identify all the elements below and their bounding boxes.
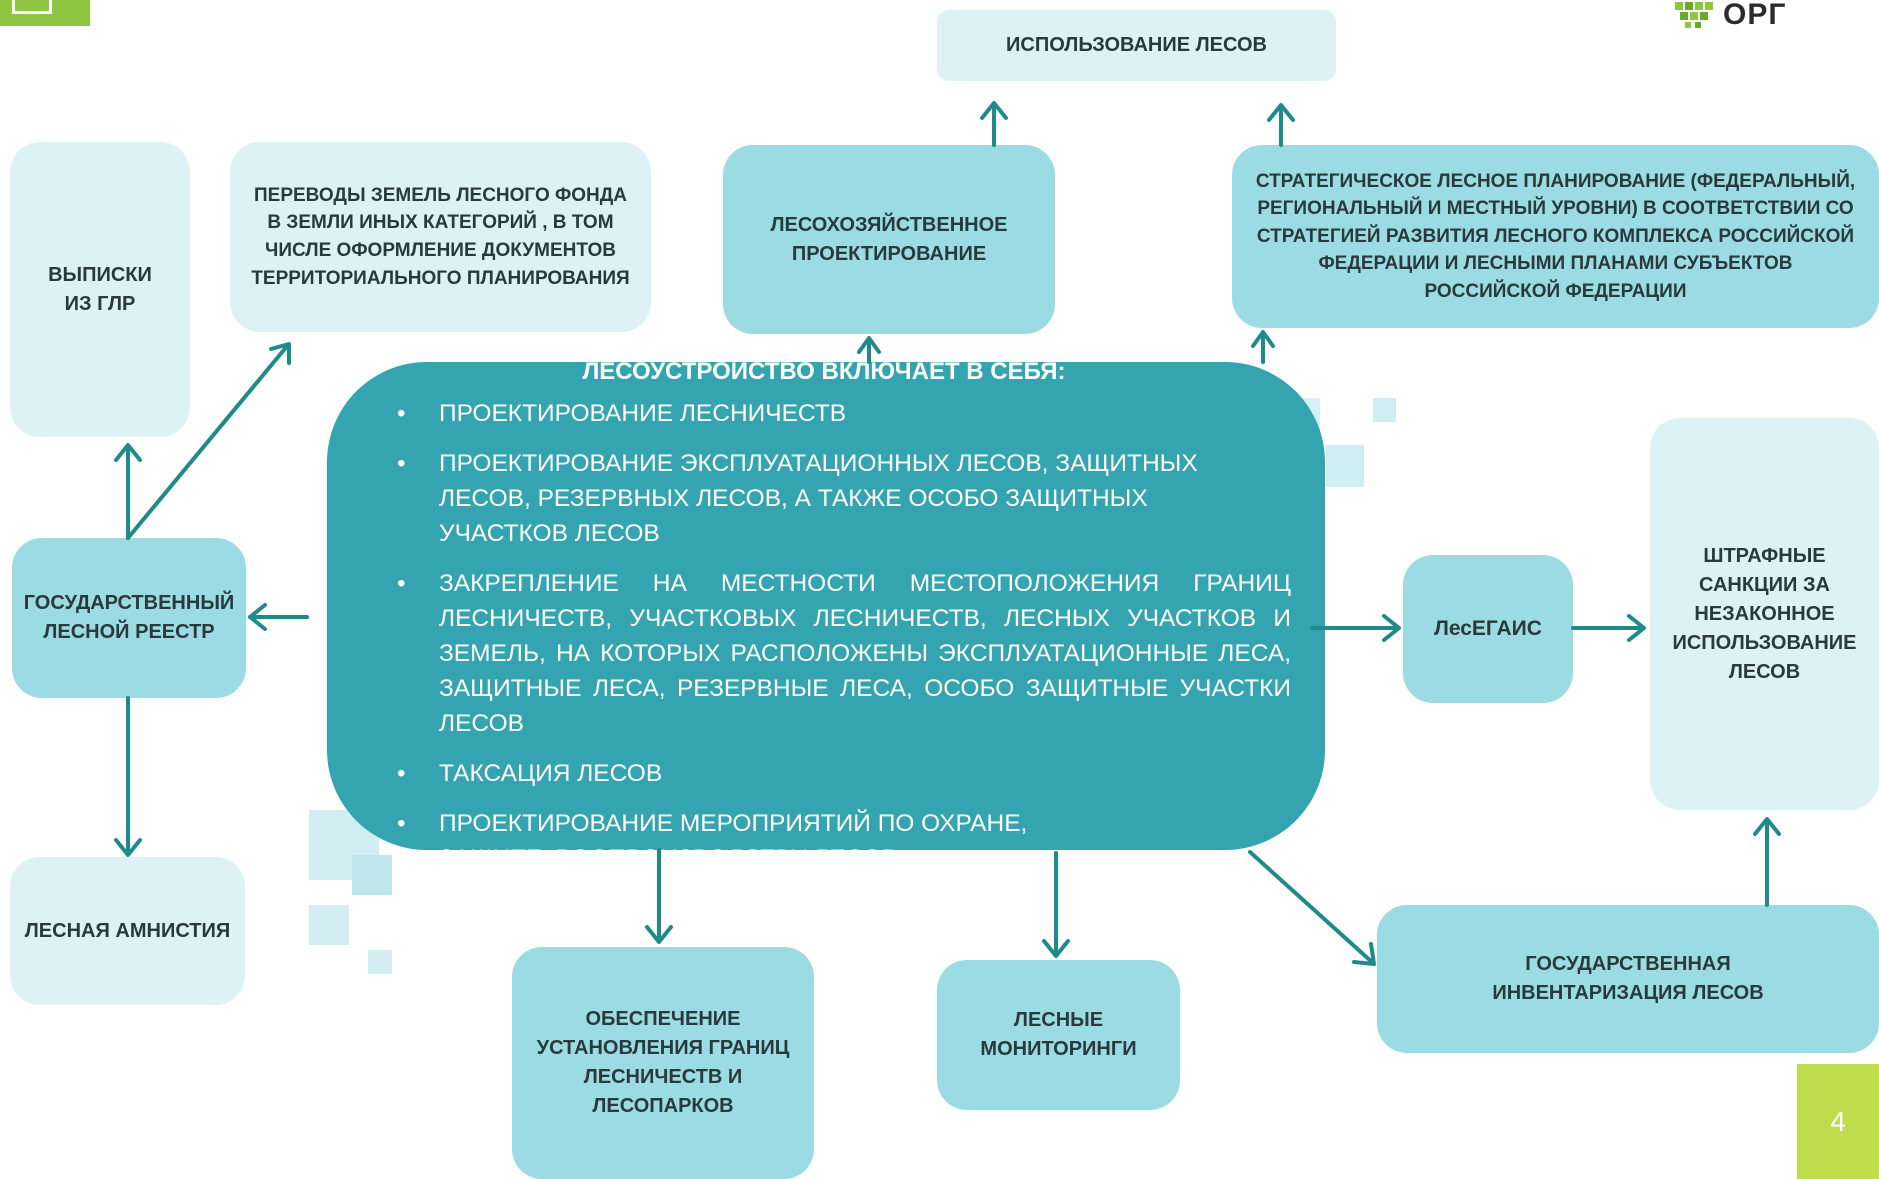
corner-logo-left [0, 0, 90, 26]
logo-shape-icon [12, 0, 52, 14]
extracts-label: ВЫПИСКИ ИЗ ГЛР [48, 263, 152, 315]
forest-monitoring-box: ЛЕСНЫЕ МОНИТОРИНГИ [937, 960, 1180, 1110]
arrowhead-icon [1251, 330, 1275, 348]
lesegais-box: ЛесЕГАИС [1403, 555, 1573, 703]
list-item-text: ПРОЕКТИРОВАНИЕ ЭКСПЛУАТАЦИОННЫХ ЛЕСОВ, З… [439, 450, 1198, 547]
decor-square [309, 905, 349, 945]
decor-square [1326, 445, 1364, 487]
bullet: • [397, 760, 406, 787]
list-item-text: ПРОЕКТИРОВАНИЕ ЛЕСНИЧЕСТВ [439, 400, 847, 427]
arrow-registry-to-transfers [126, 343, 290, 540]
arrowhead-icon [1267, 103, 1295, 122]
extracts-box: ВЫПИСКИ ИЗ ГЛР [10, 142, 190, 437]
list-item-text: ПРОЕКТИРОВАНИЕ МЕРОПРИЯТИЙ ПО ОХРАНЕ, ЗА… [439, 810, 1028, 872]
org-logo: ОРГ [1675, 0, 1786, 30]
arrow-central-to-inventory [1248, 850, 1375, 965]
bullet: • [397, 400, 406, 427]
page-number-badge: 4 [1797, 1064, 1879, 1179]
arrowhead-icon [114, 443, 142, 462]
list-item: • ПРОЕКТИРОВАНИЕ ЭКСПЛУАТАЦИОННЫХ ЛЕСОВ, … [357, 446, 1291, 551]
bullet: • [397, 450, 406, 477]
central-list: • ПРОЕКТИРОВАНИЕ ЛЕСНИЧЕСТВ • ПРОЕКТИРОВАН… [357, 396, 1291, 876]
arrowhead-icon [1382, 614, 1401, 642]
forest-inventory-label: ГОСУДАРСТВЕННАЯ ИНВЕНТАРИЗАЦИЯ ЛЕСОВ [1492, 953, 1764, 1004]
decor-square [368, 950, 392, 974]
boundaries-label: ОБЕСПЕЧЕНИЕ УСТАНОВЛЕНИЯ ГРАНИЦ ЛЕСНИЧЕС… [536, 1008, 790, 1117]
forest-monitoring-label: ЛЕСНЫЕ МОНИТОРИНГИ [980, 1009, 1137, 1060]
forest-amnesty-label: ЛЕСНАЯ АМНИСТИЯ [24, 919, 231, 942]
forest-management-central-block: ЛЕСОУСТРОЙСТВО ВКЛЮЧАЕТ В СЕБЯ: • ПРОЕКТИ… [327, 358, 1325, 872]
bullet: • [397, 810, 406, 837]
strategic-planning-label: СТРАТЕГИЧЕСКОЕ ЛЕСНОЕ ПЛАНИРОВАНИЕ (ФЕДЕ… [1255, 170, 1856, 302]
arrowhead-icon [1753, 817, 1781, 836]
list-item: • ПРОЕКТИРОВАНИЕ ЛЕСНИЧЕСТВ [357, 396, 1291, 431]
list-item: • ТАКСАЦИЯ ЛЕСОВ [357, 756, 1291, 791]
forest-use-label: ИСПОЛЬЗОВАНИЕ ЛЕСОВ [1006, 34, 1267, 56]
list-item-text: ТАКСАЦИЯ ЛЕСОВ [439, 760, 663, 787]
central-title: ЛЕСОУСТРОЙСТВО ВКЛЮЧАЕТ В СЕБЯ: [582, 358, 1066, 385]
list-item: • ЗАКРЕПЛЕНИЕ НА МЕСТНОСТИ МЕСТОПОЛОЖЕНИЯ… [357, 566, 1291, 741]
forest-registry-box: ГОСУДАРСТВЕННЫЙ ЛЕСНОЙ РЕЕСТР [12, 538, 246, 698]
forest-design-label: ЛЕСОХОЗЯЙСТВЕННОЕ ПРОЕКТИРОВАНИЕ [770, 213, 1008, 265]
penalties-box: ШТРАФНЫЕ САНКЦИИ ЗА НЕЗАКОННОЕ ИСПОЛЬЗОВ… [1650, 418, 1879, 810]
forest-design-box: ЛЕСОХОЗЯЙСТВЕННОЕ ПРОЕКТИРОВАНИЕ [723, 145, 1055, 334]
boundaries-box: ОБЕСПЕЧЕНИЕ УСТАНОВЛЕНИЯ ГРАНИЦ ЛЕСНИЧЕС… [512, 947, 814, 1179]
lesegais-label: ЛесЕГАИС [1434, 616, 1542, 640]
arrowhead-icon [980, 101, 1008, 120]
forest-inventory-box: ГОСУДАРСТВЕННАЯ ИНВЕНТАРИЗАЦИЯ ЛЕСОВ [1377, 905, 1879, 1053]
bullet: • [397, 570, 406, 597]
arrowhead-icon [269, 342, 291, 365]
org-logo-mark-icon [1675, 2, 1719, 28]
arrowhead-icon [1042, 939, 1070, 958]
arrowhead-icon [248, 603, 267, 631]
forest-amnesty-box: ЛЕСНАЯ АМНИСТИЯ [10, 857, 245, 1005]
decor-square [352, 855, 392, 895]
org-logo-text: ОРГ [1723, 0, 1787, 31]
list-item: • ПРОЕКТИРОВАНИЕ МЕРОПРИЯТИЙ ПО ОХРАНЕ, З… [357, 806, 1291, 876]
list-item-text: ЗАКРЕПЛЕНИЕ НА МЕСТНОСТИ МЕСТОПОЛОЖЕНИЯ … [439, 570, 1291, 737]
strategic-planning-box: СТРАТЕГИЧЕСКОЕ ЛЕСНОЕ ПЛАНИРОВАНИЕ (ФЕДЕ… [1232, 145, 1879, 328]
land-transfers-box: ПЕРЕВОДЫ ЗЕМЕЛЬ ЛЕСНОГО ФОНДА В ЗЕМЛИ ИН… [230, 142, 651, 332]
land-transfers-label: ПЕРЕВОДЫ ЗЕМЕЛЬ ЛЕСНОГО ФОНДА В ЗЕМЛИ ИН… [251, 184, 630, 289]
page-number: 4 [1830, 1105, 1846, 1137]
penalties-label: ШТРАФНЫЕ САНКЦИИ ЗА НЕЗАКОННОЕ ИСПОЛЬЗОВ… [1672, 544, 1857, 683]
forest-registry-label: ГОСУДАРСТВЕННЫЙ ЛЕСНОЙ РЕЕСТР [23, 592, 235, 643]
arrowhead-icon [114, 838, 142, 857]
arrowhead-icon [857, 336, 881, 354]
decor-square [1373, 398, 1396, 422]
forest-use-box: ИСПОЛЬЗОВАНИЕ ЛЕСОВ [937, 10, 1336, 81]
arrowhead-icon [1352, 942, 1376, 966]
arrowhead-icon [645, 925, 673, 944]
arrowhead-icon [1627, 614, 1646, 642]
